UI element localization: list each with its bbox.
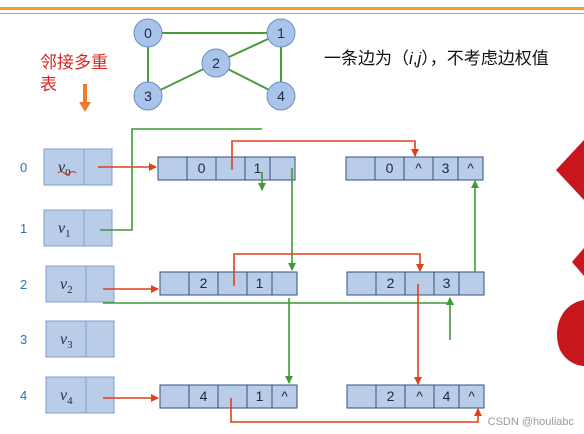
spellcheck-squiggle (57, 171, 77, 175)
caption-i: i (409, 49, 413, 68)
edge-node-list: 0 1 0 ^ 3 ^ 2 1 2 3 4 1 ^ 2 ^ 4 ^ (157, 156, 485, 409)
graph-node-1 (266, 18, 296, 48)
edge-node-e03-value-3: 3 (442, 160, 450, 176)
edge-caption: 一条边为（i,j），不考虑边权值 (324, 44, 549, 69)
graph-node-label-2: 2 (212, 55, 220, 71)
header-accent-line (0, 7, 584, 10)
graph-node-2 (201, 48, 231, 78)
vertex-index-4: 4 (20, 388, 27, 403)
edge-node-e03-value-4: ^ (467, 160, 474, 176)
edge-node-e23-value-3: 3 (443, 275, 451, 291)
vertex-index-2: 2 (20, 277, 27, 292)
edge-node-e23-cell-2 (404, 271, 435, 296)
edge-node-e21-cell-2 (217, 271, 248, 296)
graph-node-4 (266, 81, 296, 111)
vertex-cell-data-1 (43, 209, 85, 247)
vertex-cell-firstedge-4 (85, 376, 115, 414)
caption-suffix: ），不考虑边权值 (421, 49, 549, 68)
edge-node-e23-cell-4 (458, 271, 485, 296)
vertex-cell-firstedge-2 (85, 265, 115, 303)
down-arrow-head (79, 102, 91, 112)
caption-comma: , (412, 49, 418, 68)
edge-node-e23-cell-0 (346, 271, 377, 296)
edge-node-e21-value-3: 1 (256, 275, 264, 291)
edge-node-e21-cell-0 (159, 271, 190, 296)
edge-node-e03-cell-4 (457, 156, 484, 181)
graph-node-label-0: 0 (144, 25, 152, 41)
vertex-index-1: 1 (20, 221, 27, 236)
vertex-cell-data-3 (45, 320, 87, 358)
edge-node-e01-value-3: 1 (254, 160, 262, 176)
header-accent-thin-line (0, 13, 584, 14)
vertex-name-4: v4 (60, 387, 73, 407)
vertex-cell-data-2 (45, 265, 87, 303)
edge-node-e03-cell-0 (345, 156, 376, 181)
vertex-name-0: v0 (58, 159, 71, 179)
graph-node-label-4: 4 (277, 88, 285, 104)
caption-j: j (417, 49, 422, 68)
vertex-table: 0 v0 1 v1 2 v2 3 v3 4 v4 (20, 148, 115, 414)
edge-node-e41-cell-0 (159, 384, 190, 409)
edge-node-e01-cell-4 (269, 156, 296, 181)
graph-node-0 (133, 18, 163, 48)
graph-node-label-3: 3 (144, 88, 152, 104)
vertex-cell-firstedge-1 (83, 209, 113, 247)
link-v3-e23 (103, 302, 451, 340)
edge-node-e24-cell-0 (346, 384, 377, 409)
edge-node-e03-value-1: 0 (386, 160, 394, 176)
edge-node-e03-value-2: ^ (415, 160, 422, 176)
edge-node-e24-cell-4 (458, 384, 485, 409)
edge-node-e41-value-4: ^ (281, 388, 288, 404)
decor-shape-top (556, 140, 584, 200)
vertex-index-3: 3 (20, 332, 27, 347)
edge-node-e24-value-2: ^ (416, 388, 423, 404)
structure-label: 邻接多重表 (40, 53, 108, 94)
vertex-name-3: v3 (60, 331, 73, 351)
edge-node-e01-cell-0 (157, 156, 188, 181)
edge-node-e21-value-1: 2 (200, 275, 208, 291)
edge-node-e41-value-3: 1 (256, 388, 264, 404)
vertex-name-2: v2 (60, 276, 73, 296)
decor-shape-bottom (557, 300, 584, 366)
link-v1-e01 (100, 128, 262, 231)
vertex-name-1: v1 (58, 220, 71, 240)
edge-node-e24-value-4: ^ (468, 388, 475, 404)
sample-graph: 0 1 2 3 4 (133, 18, 296, 111)
vertex-cell-data-0 (43, 148, 85, 186)
edge-node-e01-cell-2 (215, 156, 246, 181)
graph-node-label-1: 1 (277, 25, 285, 41)
vertex-index-0: 0 (20, 160, 27, 175)
edge-node-e41-cell-4 (271, 384, 298, 409)
caption-prefix: 一条边为（ (324, 49, 409, 68)
edge-node-e24-value-1: 2 (387, 388, 395, 404)
link-e41-e24 (230, 398, 482, 423)
link-e21-e23 (233, 253, 424, 286)
edge-node-e41-value-1: 4 (200, 388, 208, 404)
pointer-links (98, 128, 482, 423)
edge-node-e24-value-3: 4 (443, 388, 451, 404)
decor-shape-mid (572, 248, 584, 276)
vertex-cell-firstedge-3 (85, 320, 115, 358)
graph-node-3 (133, 81, 163, 111)
link-e01-e03 (231, 140, 419, 170)
edge-node-e01-value-1: 0 (198, 160, 206, 176)
edge-node-e23-value-1: 2 (387, 275, 395, 291)
edge-node-e41-cell-2 (217, 384, 248, 409)
edge-node-e21-cell-4 (271, 271, 298, 296)
watermark: CSDN @houliabc (487, 416, 574, 428)
